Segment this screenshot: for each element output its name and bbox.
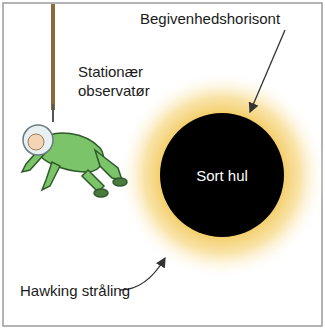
frame (3, 3, 322, 326)
hawking-glow (118, 71, 325, 279)
observer-figure (22, 125, 127, 197)
callout-label: Hawking stråling (20, 281, 130, 300)
rope (51, 4, 55, 110)
node-label: Sort hul (196, 167, 248, 184)
label-holder: Hawking stråling (20, 281, 130, 300)
hook (52, 104, 54, 122)
leader-line (250, 30, 285, 112)
label-holder: Begivenhedshorisont (140, 9, 280, 28)
callout-label: Begivenhedshorisont (140, 9, 280, 28)
callout-label: Stationær observatør (78, 62, 178, 100)
black-hole-circle: Sort hul (160, 113, 284, 237)
label-holder: Stationær observatør (78, 62, 178, 100)
